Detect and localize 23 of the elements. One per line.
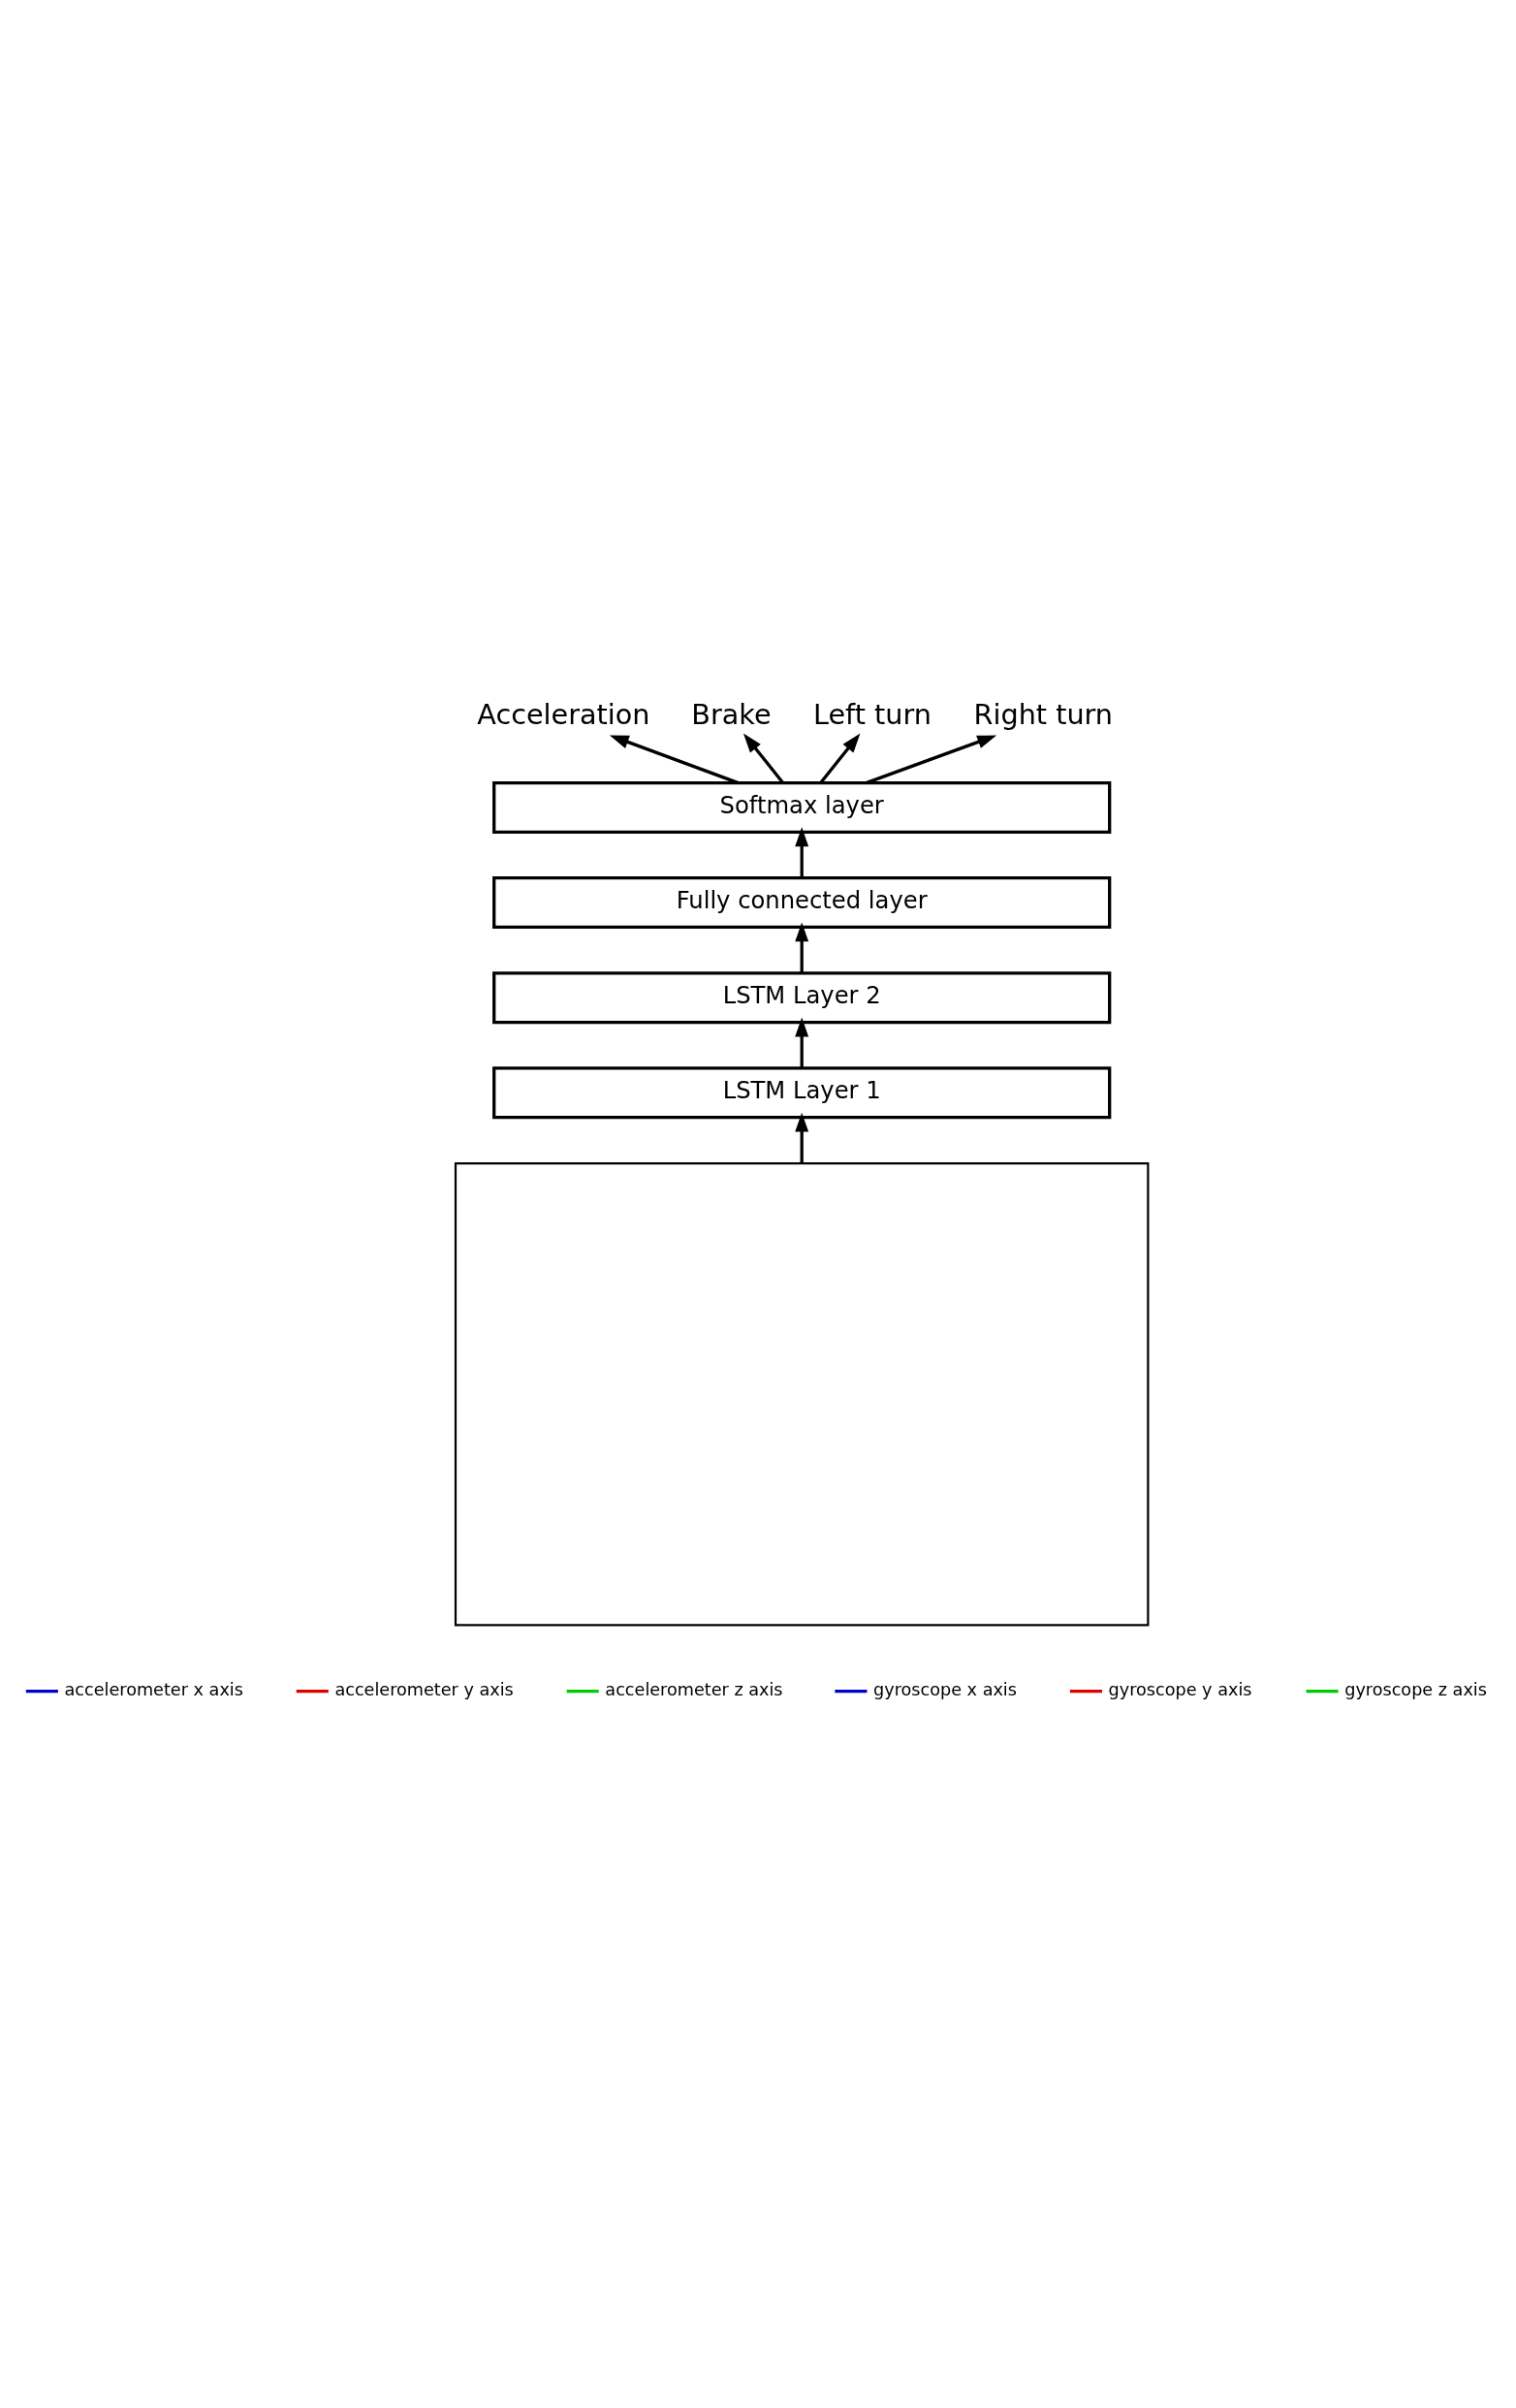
legend-label: accelerometer y axis <box>334 1679 514 1699</box>
arrow <box>795 826 809 877</box>
legend-label: gyroscope x axis <box>873 1679 1017 1699</box>
node-box <box>454 1161 1150 1626</box>
arrow <box>795 1017 809 1067</box>
node-text: Left turn <box>813 697 932 731</box>
node-text: Brake <box>691 697 772 731</box>
arrow <box>819 733 861 783</box>
node-box: Softmax layer <box>492 780 1112 834</box>
legend-label: gyroscope y axis <box>1108 1679 1252 1699</box>
node-text: Right turn <box>973 697 1114 731</box>
node-box: LSTM Layer 2 <box>492 970 1112 1024</box>
node-box: Fully connected layer <box>492 875 1112 929</box>
arrow <box>609 734 740 784</box>
legend-label: gyroscope z axis <box>1344 1679 1487 1699</box>
arrow <box>795 921 809 972</box>
arrow <box>742 733 784 783</box>
arrow <box>795 1112 809 1163</box>
legend-label: accelerometer z axis <box>605 1679 783 1699</box>
arrow <box>866 735 997 784</box>
node-text: Acceleration <box>477 697 650 731</box>
node-box: LSTM Layer 1 <box>492 1065 1112 1119</box>
legend-label: accelerometer x axis <box>64 1679 243 1699</box>
